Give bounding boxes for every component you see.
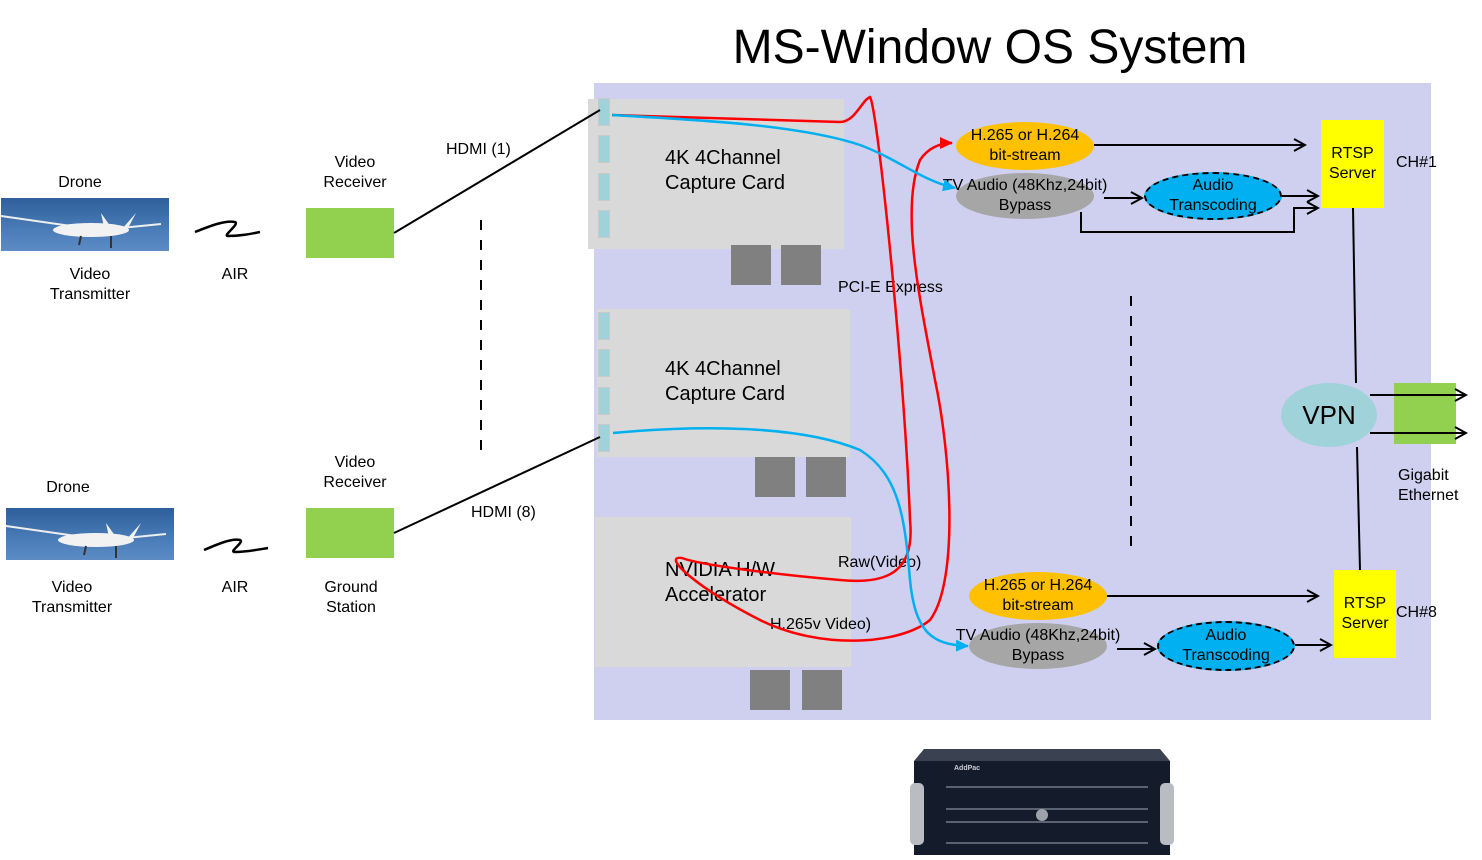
hdmi-port bbox=[598, 210, 610, 238]
label-line: Gigabit bbox=[1398, 467, 1449, 484]
label-line: Video bbox=[334, 454, 376, 471]
video-transmitter-label: Video Transmitter bbox=[40, 265, 140, 305]
video-transmitter-label: Video Transmitter bbox=[22, 578, 122, 618]
channel-id-ch1: CH#1 bbox=[1396, 154, 1437, 171]
vpn-ellipse: VPN bbox=[1281, 383, 1377, 447]
audio-bypass-ellipse: TV Audio (48Khz,24bit) Bypass bbox=[956, 623, 1120, 669]
label-line: Audio bbox=[1205, 627, 1247, 644]
chassis-brand-label: AddPac bbox=[954, 765, 981, 772]
card-title-line: 4K 4Channel bbox=[665, 147, 781, 169]
card-title-line: NVIDIA H/W bbox=[665, 559, 776, 581]
rtsp-vpn-link bbox=[1352, 207, 1357, 384]
hdmi-port bbox=[598, 135, 610, 163]
label-line: Bypass bbox=[1011, 647, 1065, 664]
label-line: Transmitter bbox=[31, 599, 113, 616]
raw-video-flow bbox=[611, 95, 953, 642]
label-line: Audio bbox=[1192, 177, 1234, 194]
label-line: RTSP bbox=[1331, 145, 1374, 162]
capture-card-2-title: 4K 4Channel Capture Card bbox=[665, 357, 785, 407]
hdmi-port bbox=[598, 387, 610, 415]
air-label: AIR bbox=[221, 266, 249, 283]
rtsp-server-ch1: RTSP Server bbox=[1321, 120, 1384, 208]
hdmi-port bbox=[598, 349, 610, 377]
drone-label: Drone bbox=[46, 479, 90, 496]
card-chip bbox=[731, 245, 771, 285]
video-bitstream-ellipse: H.265 or H.264 bit-stream bbox=[969, 572, 1107, 620]
nvidia-accelerator-card bbox=[595, 517, 851, 667]
label-line: Transmitter bbox=[49, 286, 131, 303]
drone-image bbox=[1, 198, 169, 251]
vpn-label: VPN bbox=[1302, 400, 1356, 430]
card-chip bbox=[802, 670, 842, 710]
card-title-line: 4K 4Channel bbox=[665, 358, 781, 380]
card-chip bbox=[750, 670, 790, 710]
video-bitstream-ellipse: H.265 or H.264 bit-stream bbox=[956, 122, 1094, 170]
label-line: H.265 or H.264 bbox=[970, 127, 1080, 144]
h265-video-label: H.265v Video) bbox=[770, 616, 872, 633]
label-line: Transcoding bbox=[1182, 647, 1270, 664]
server-chassis-icon bbox=[910, 749, 1174, 855]
label-line: Transcoding bbox=[1169, 197, 1257, 214]
label-line: Video bbox=[51, 579, 93, 596]
label-line: bit-stream bbox=[1002, 597, 1074, 614]
audio-transcoding-ellipse: Audio Transcoding bbox=[1157, 621, 1295, 671]
hdmi-1-label: HDMI (1) bbox=[446, 141, 511, 158]
channel-id-ch8: CH#8 bbox=[1396, 604, 1437, 621]
label-line: Video bbox=[69, 266, 111, 283]
label-line: Server bbox=[1341, 615, 1389, 632]
label-line: Bypass bbox=[998, 197, 1052, 214]
video-receiver-box bbox=[306, 508, 394, 558]
drone-icon bbox=[1, 213, 162, 248]
hdmi-1-cable bbox=[393, 109, 601, 234]
video-receiver-label: Video Receiver bbox=[310, 453, 400, 493]
hdmi-port bbox=[598, 173, 610, 201]
label-line: TV Audio (48Khz,24bit) bbox=[942, 177, 1108, 194]
hdmi-8-cable bbox=[393, 436, 601, 534]
label-line: H.265 or H.264 bbox=[983, 577, 1093, 594]
rtsp-vpn-link bbox=[1356, 446, 1361, 571]
audio-flow-ch8 bbox=[612, 427, 969, 652]
label-line: bit-stream bbox=[989, 147, 1061, 164]
label-line: Station bbox=[326, 599, 376, 616]
drone-label: Drone bbox=[58, 174, 102, 191]
label-line: RTSP bbox=[1343, 595, 1387, 612]
audio-bypass-ellipse: TV Audio (48Khz,24bit) Bypass bbox=[943, 173, 1107, 219]
air-wave-icon bbox=[194, 220, 261, 238]
diagram-title: MS-Window OS System bbox=[732, 21, 1248, 74]
drone-image bbox=[6, 508, 174, 560]
label-line: Receiver bbox=[323, 474, 387, 491]
label-line: Receiver bbox=[323, 174, 387, 191]
server-chassis-image: AddPac bbox=[906, 735, 1178, 855]
air-wave-icon bbox=[203, 538, 269, 554]
card-chip bbox=[781, 245, 821, 285]
video-receiver-label: Video Receiver bbox=[310, 153, 400, 193]
video-receiver-box bbox=[306, 208, 394, 258]
label-line: TV Audio (48Khz,24bit) bbox=[955, 627, 1121, 644]
air-label: AIR bbox=[221, 579, 249, 596]
gigabit-ethernet-label: Gigabit Ethernet bbox=[1398, 466, 1458, 506]
drone-icon bbox=[6, 523, 167, 558]
capture-card-1-title: 4K 4Channel Capture Card bbox=[665, 146, 785, 196]
audio-transcoding-ellipse: Audio Transcoding bbox=[1144, 172, 1282, 220]
hdmi-port bbox=[598, 312, 610, 340]
bypass-to-rtsp-arrow bbox=[1080, 208, 1318, 233]
label-line: Ethernet bbox=[1398, 487, 1459, 504]
capture-card-2 bbox=[597, 309, 850, 457]
label-line: Video bbox=[334, 154, 376, 171]
audio-flow-ch1 bbox=[611, 113, 956, 192]
label-line: Server bbox=[1328, 165, 1377, 182]
card-title-line: Capture Card bbox=[665, 172, 786, 194]
rtsp-server-ch8: RTSP Server bbox=[1334, 570, 1396, 658]
capture-card-1 bbox=[588, 99, 844, 249]
card-title-line: Capture Card bbox=[665, 383, 786, 405]
card-chip bbox=[755, 457, 795, 497]
ground-station-label: Ground Station bbox=[306, 578, 396, 618]
label-line: Ground bbox=[324, 579, 378, 596]
card-chip bbox=[806, 457, 846, 497]
hdmi-8-label: HDMI (8) bbox=[471, 504, 536, 521]
